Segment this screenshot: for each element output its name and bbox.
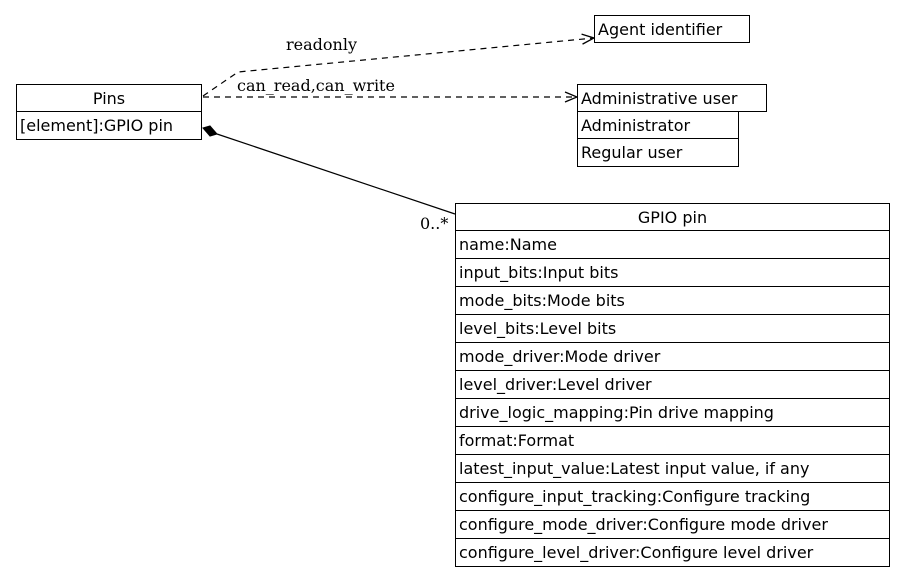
node-attribute: configure_input_tracking:Configure track… [455, 483, 890, 511]
node-pins: Pins [element]:GPIO pin [16, 84, 202, 140]
node-title: Administrative user [577, 84, 767, 112]
node-attribute: latest_input_value:Latest input value, i… [455, 455, 890, 483]
node-title: GPIO pin [455, 203, 890, 231]
edge-readonly [202, 38, 594, 97]
node-administrative-user: Administrative user [577, 84, 767, 112]
node-title: Pins [16, 84, 202, 112]
node-attribute: name:Name [455, 231, 890, 259]
node-attribute: mode_bits:Mode bits [455, 287, 890, 315]
node-administrative-user-items: Administrator Regular user [577, 111, 739, 167]
node-attribute: mode_driver:Mode driver [455, 343, 890, 371]
node-attribute: configure_level_driver:Configure level d… [455, 539, 890, 567]
node-gpio-pin: GPIO pin name:Name input_bits:Input bits… [455, 203, 890, 567]
multiplicity-label: 0..* [420, 214, 449, 233]
node-attribute: format:Format [455, 427, 890, 455]
edge-label-can-read-write: can_read,can_write [237, 76, 395, 95]
node-attribute: level_driver:Level driver [455, 371, 890, 399]
composition-diamond [202, 125, 218, 137]
edge-label-readonly: readonly [286, 35, 357, 54]
edge-composition [216, 133, 456, 215]
node-agent-identifier: Agent identifier [594, 15, 750, 43]
node-attribute: drive_logic_mapping:Pin drive mapping [455, 399, 890, 427]
node-attribute: level_bits:Level bits [455, 315, 890, 343]
node-attribute: input_bits:Input bits [455, 259, 890, 287]
node-item: Administrator [577, 111, 739, 139]
node-item: Regular user [577, 139, 739, 167]
node-attribute: [element]:GPIO pin [16, 112, 202, 140]
node-title: Agent identifier [594, 15, 750, 43]
node-attribute: configure_mode_driver:Configure mode dri… [455, 511, 890, 539]
